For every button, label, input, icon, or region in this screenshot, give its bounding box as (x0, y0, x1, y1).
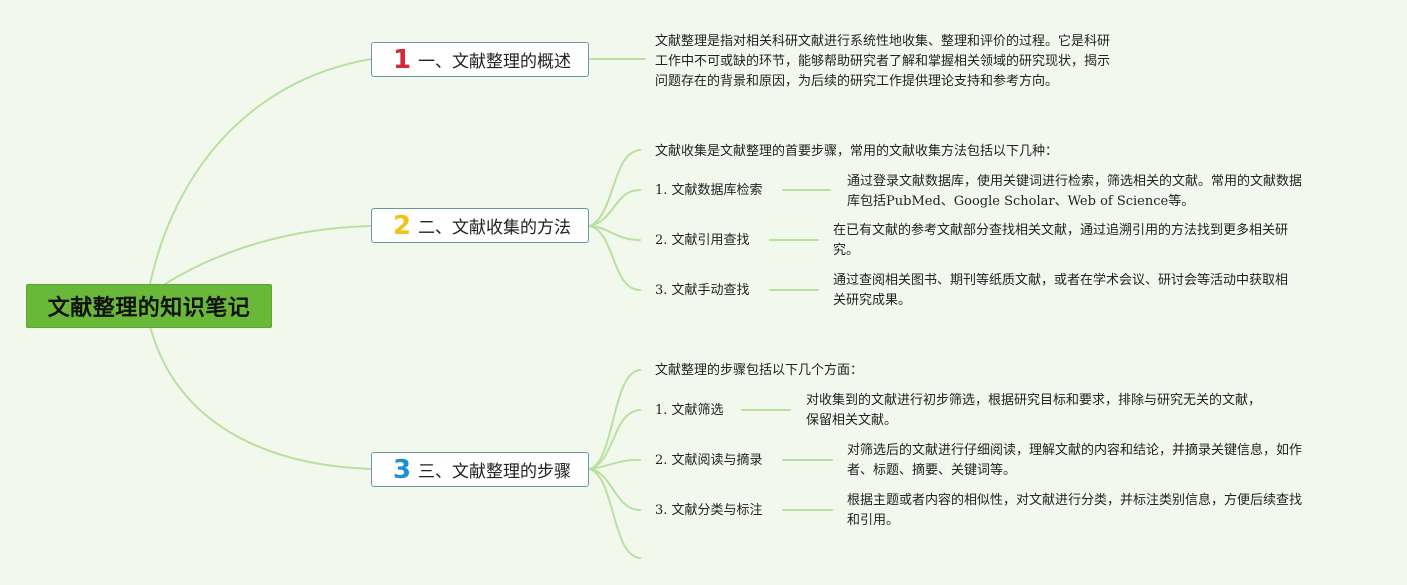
collection-intro: 文献收集是文献整理的首要步骤，常用的文献收集方法包括以下几种： (655, 144, 1059, 159)
reading-desc-2: 者、标题、摘要、关键词等。 (847, 463, 1017, 478)
manual-search-desc-2: 关研究成果。 (833, 293, 912, 308)
branch-collection-methods[interactable]: 2 二、文献收集的方法 (371, 208, 589, 243)
number-2-icon: 2 (392, 210, 412, 241)
number-3-icon: 3 (392, 454, 412, 485)
overview-text-line-3: 问题存在的背景和原因，为后续的研究工作提供理论支持和参考方向。 (655, 74, 1059, 89)
screening-desc-1: 对收集到的文献进行初步筛选，根据研究目标和要求，排除与研究无关的文献， (806, 393, 1262, 408)
subtopic-citation-search[interactable]: 2. 文献引用查找 (655, 233, 750, 248)
manual-search-desc-1: 通过查阅相关图书、期刊等纸质文献，或者在学术会议、研讨会等活动中获取相 (833, 273, 1289, 288)
classification-desc-1: 根据主题或者内容的相似性，对文献进行分类，并标注类别信息，方便后续查找 (847, 493, 1303, 508)
database-search-desc-1: 通过登录文献数据库，使用关键词进行检索，筛选相关的文献。常用的文献数据 (847, 174, 1303, 189)
number-1-icon: 1 (392, 44, 412, 75)
branch-label: 二、文献收集的方法 (418, 218, 571, 238)
subtopic-screening[interactable]: 1. 文献筛选 (655, 403, 724, 418)
subtopic-reading-excerpting[interactable]: 2. 文献阅读与摘录 (655, 453, 763, 468)
steps-intro: 文献整理的步骤包括以下几个方面： (655, 363, 864, 378)
subtopic-database-search[interactable]: 1. 文献数据库检索 (655, 183, 763, 198)
subtopic-manual-search[interactable]: 3. 文献手动查找 (655, 283, 750, 298)
branch-label: 一、文献整理的概述 (418, 52, 571, 72)
classification-desc-2: 和引用。 (847, 513, 900, 528)
branch-organizing-steps[interactable]: 3 三、文献整理的步骤 (371, 452, 589, 487)
citation-search-desc-1: 在已有文献的参考文献部分查找相关文献，通过追溯引用的方法找到更多相关研 (833, 223, 1289, 238)
root-topic[interactable]: 文献整理的知识笔记 (26, 284, 272, 328)
overview-text-line-2: 工作中不可或缺的环节，能够帮助研究者了解和掌握相关领域的研究现状，揭示 (655, 54, 1111, 69)
branch-overview[interactable]: 1 一、文献整理的概述 (371, 42, 589, 77)
overview-text-line-1: 文献整理是指对相关科研文献进行系统性地收集、整理和评价的过程。它是科研 (655, 34, 1111, 49)
citation-search-desc-2: 究。 (833, 243, 860, 258)
reading-desc-1: 对筛选后的文献进行仔细阅读，理解文献的内容和结论，并摘录关键信息，如作 (847, 443, 1303, 458)
branch-label: 三、文献整理的步骤 (418, 462, 571, 482)
subtopic-classification[interactable]: 3. 文献分类与标注 (655, 503, 763, 518)
database-search-desc-2: 库包括PubMed、Google Scholar、Web of Science等… (847, 194, 1195, 209)
screening-desc-2: 保留相关文献。 (806, 413, 898, 428)
